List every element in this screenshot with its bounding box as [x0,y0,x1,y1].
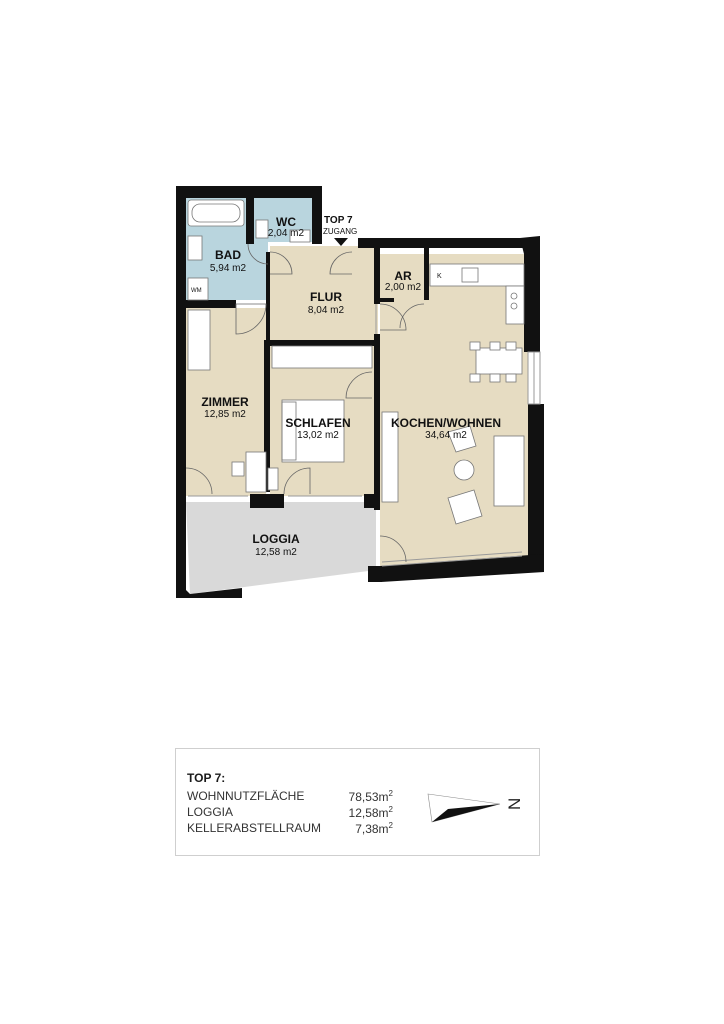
wall-top-right [358,238,540,248]
summary-row-kellerabstellraum: KELLERABSTELLRAUM 7,38m2 [187,821,393,837]
dining-table [475,347,523,375]
zimmer-desk [245,451,267,493]
wall-wc-right [312,186,322,244]
room-name-ar: AR [394,269,412,283]
room-area-bad: 5,94 m2 [210,263,247,274]
wall-zimmer-right [264,340,270,492]
summary-value: 12,58m2 [348,805,393,820]
wall-ar-right [424,248,429,300]
entrance-label: ZUGANG [323,227,357,236]
sofa [493,435,525,507]
room-area-kochen-wohnen: 34,64 m2 [425,430,467,441]
room-labels: BAD 5,94 m2 WC 2,04 m2 FLUR 8,04 m2 AR 2… [201,215,501,558]
tv-unit [381,411,399,503]
area-summary-box: TOP 7: WOHNNUTZFLÄCHE 78,53m2 LOGGIA 12,… [175,748,540,856]
flur-wardrobe [271,345,373,369]
summary-label: WOHNNUTZFLÄCHE [187,789,305,803]
summary-row-wohnnutzflaeche: WOHNNUTZFLÄCHE 78,53m2 [187,789,393,805]
wm-label: WM [191,288,202,294]
summary-value: 7,38m2 [355,821,393,836]
floor-plan: WM K TOP 7 ZUGANG BAD 5,94 m2 WC 2,04 m2… [176,186,544,598]
floor-kochen-wohnen [380,254,528,566]
room-area-loggia: 12,58 m2 [255,547,297,558]
furniture [187,199,525,525]
room-area-wc: 2,04 m2 [268,228,305,239]
room-name-zimmer: ZIMMER [201,395,249,409]
room-name-schlafen: SCHLAFEN [285,416,350,430]
kitchen-k-label: K [437,273,442,280]
schlafen-shelf [267,467,279,491]
summary-label: KELLERABSTELLRAUM [187,821,322,835]
wall-flur-left [266,252,270,348]
wall-loggia-right [368,566,382,582]
wall-outer-bottom-right [380,554,544,582]
north-arrow-icon: N [427,793,524,823]
room-area-flur: 8,04 m2 [308,305,345,316]
armchair [447,489,483,525]
summary-value: 78,53m2 [348,789,393,804]
lounge-chair [447,425,477,453]
wall-outer-right [528,404,544,572]
bathtub [187,199,245,227]
top-label: TOP 7 [324,215,353,226]
wall-bath-wc [246,198,254,244]
entrance-arrow-icon [334,238,348,246]
wc-sink [289,229,311,243]
room-name-flur: FLUR [310,290,342,304]
room-area-zimmer: 12,85 m2 [204,409,246,420]
wall-ar-bottom [380,298,394,302]
wall-bath-bottom [186,300,236,308]
bath-sink [187,235,203,261]
kitchen-counter [429,263,525,287]
room-name-loggia: LOGGIA [252,532,300,546]
room-name-kochen-wohnen: KOCHEN/WOHNEN [391,416,501,430]
summary-row-loggia: LOGGIA 12,58m2 [187,805,393,821]
walls [176,186,544,598]
room-name-wc: WC [276,215,296,229]
doors [185,243,425,563]
wall-zimmer-bottom-stub [250,494,284,508]
floor-flur [270,246,378,342]
wall-schlafen-bottom-stub [364,494,380,508]
summary-label: LOGGIA [187,805,234,819]
wall-outer-bottom-left [176,588,242,598]
kitchen-sink [461,267,479,283]
summary-title: TOP 7: [187,771,226,785]
wall-outer-left [176,186,186,598]
room-name-bad: BAD [215,248,241,262]
room-area-schlafen: 13,02 m2 [297,430,339,441]
double-bed [281,399,345,463]
floor-loggia [186,502,376,594]
windows [188,304,541,567]
washing-machine [187,277,209,301]
wall-flur-kitchen [374,246,380,304]
north-letter: N [505,798,524,810]
coffee-table [453,459,475,481]
wall-schlafen-kitchen [374,334,380,510]
zimmer-chair [231,461,245,477]
toilet [255,219,269,239]
room-area-ar: 2,00 m2 [385,282,422,293]
wall-top-bath [176,186,322,198]
zimmer-wardrobe [187,309,211,371]
wall-outer-right-top [524,238,540,352]
wall-flur-bottom [266,340,378,346]
